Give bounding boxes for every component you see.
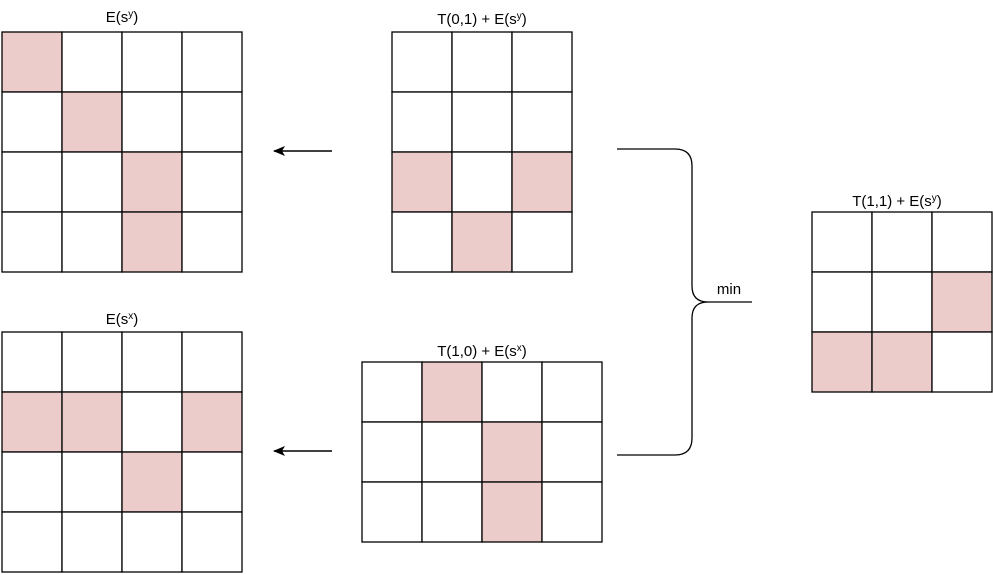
- grid-cell: [511, 31, 573, 93]
- grid-cell: [121, 31, 183, 93]
- grid-cell: [391, 211, 453, 273]
- grid-cell-highlighted: [61, 391, 123, 453]
- grid-cell: [931, 331, 993, 393]
- grid-cell-highlighted: [511, 151, 573, 213]
- grid-e-sx: [1, 331, 243, 573]
- grid-cell: [181, 511, 243, 573]
- grid-cell-highlighted: [121, 211, 183, 273]
- grid-cell: [181, 451, 243, 513]
- grid-cell: [1, 91, 63, 153]
- grid-cell: [1, 211, 63, 273]
- grid-label-t01-e-sy: T(0,1) + E(sy): [437, 11, 527, 28]
- grid-e-sy: [1, 31, 243, 273]
- grid-label-t10-e-sx: T(1,0) + E(sx): [437, 343, 527, 360]
- grid-cell: [871, 271, 933, 333]
- grid-cell: [181, 331, 243, 393]
- grid-cell: [811, 271, 873, 333]
- min-label: min: [717, 281, 741, 298]
- grid-cell: [181, 151, 243, 213]
- grid-cell: [121, 91, 183, 153]
- grid-cell: [391, 91, 453, 153]
- grid-cell: [181, 31, 243, 93]
- grid-cell: [871, 211, 933, 273]
- grid-cell: [421, 481, 483, 543]
- grid-cell: [931, 211, 993, 273]
- grid-t10-e-sx: [361, 361, 603, 543]
- grid-cell-highlighted: [61, 91, 123, 153]
- grid-cell-highlighted: [421, 361, 483, 423]
- grid-cell-highlighted: [391, 151, 453, 213]
- grid-cell: [121, 391, 183, 453]
- grid-cell: [811, 211, 873, 273]
- grid-t11-e-sy: [811, 211, 993, 393]
- grid-cell: [1, 151, 63, 213]
- grid-cell-highlighted: [871, 331, 933, 393]
- grid-cell: [541, 421, 603, 483]
- grid-cell-highlighted: [481, 481, 543, 543]
- grid-cell-highlighted: [451, 211, 513, 273]
- grid-cell: [391, 31, 453, 93]
- grid-cell: [511, 211, 573, 273]
- grid-cell: [451, 151, 513, 213]
- grid-label-t11-e-sy: T(1,1) + E(sy): [852, 193, 942, 210]
- grid-cell: [181, 91, 243, 153]
- grid-cell: [61, 151, 123, 213]
- grid-cell: [61, 451, 123, 513]
- grid-cell: [451, 91, 513, 153]
- grid-cell: [1, 511, 63, 573]
- grid-cell-highlighted: [121, 451, 183, 513]
- grid-cell: [1, 451, 63, 513]
- grid-cell: [541, 481, 603, 543]
- min-brace: [617, 148, 752, 456]
- grid-cell-highlighted: [1, 31, 63, 93]
- grid-cell: [61, 211, 123, 273]
- grid-cell-highlighted: [121, 151, 183, 213]
- grid-cell: [181, 211, 243, 273]
- grid-cell: [541, 361, 603, 423]
- grid-cell: [61, 511, 123, 573]
- grid-cell-highlighted: [811, 331, 873, 393]
- grid-cell: [481, 361, 543, 423]
- grid-cell: [361, 421, 423, 483]
- grid-cell: [61, 331, 123, 393]
- grid-cell: [511, 91, 573, 153]
- grid-cell: [121, 511, 183, 573]
- grid-label-e-sy: E(sy): [106, 9, 139, 26]
- grid-cell-highlighted: [1, 391, 63, 453]
- grid-cell-highlighted: [181, 391, 243, 453]
- grid-cell: [361, 361, 423, 423]
- grid-t01-e-sy: [391, 31, 573, 273]
- grid-cell: [451, 31, 513, 93]
- grid-cell: [61, 31, 123, 93]
- grid-cell: [1, 331, 63, 393]
- grid-label-e-sx: E(sx): [106, 311, 139, 328]
- grid-cell: [361, 481, 423, 543]
- grid-cell: [121, 331, 183, 393]
- grid-cell: [421, 421, 483, 483]
- grid-cell-highlighted: [931, 271, 993, 333]
- grid-cell-highlighted: [481, 421, 543, 483]
